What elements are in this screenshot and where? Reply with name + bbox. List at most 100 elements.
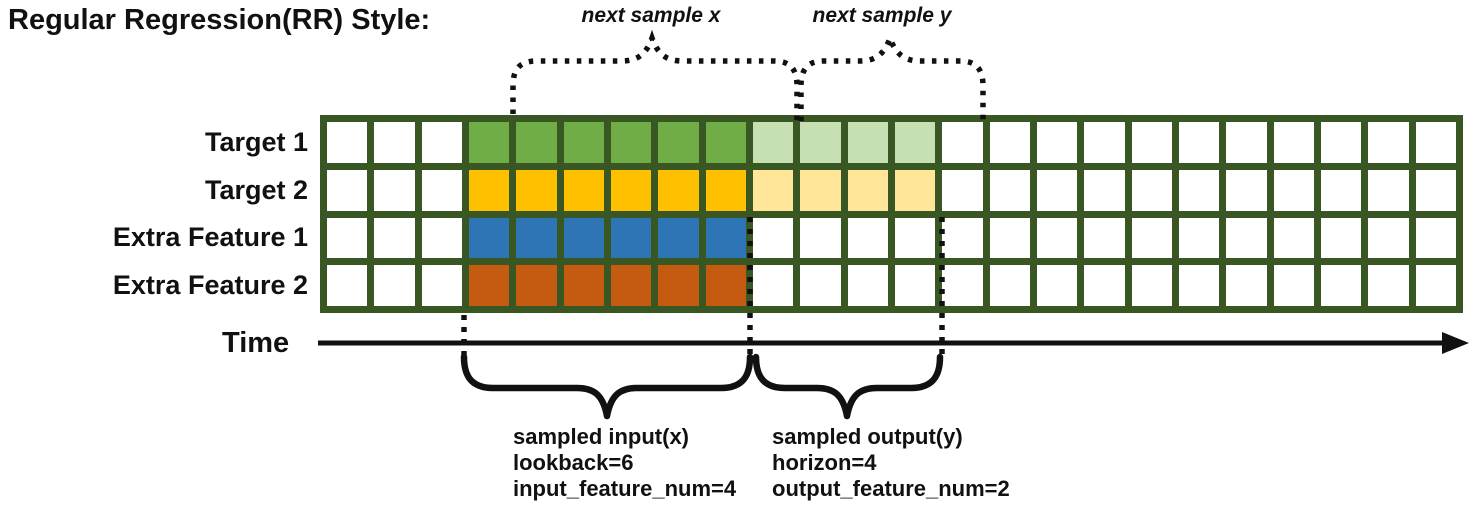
- grid-cell: [1178, 169, 1220, 211]
- grid-cell: [894, 122, 936, 163]
- grid-cell: [942, 217, 983, 259]
- grid-cell: [563, 217, 604, 259]
- grid-cell: [847, 217, 888, 259]
- grid-cell: [989, 122, 1030, 163]
- lookback-value: lookback=6: [513, 450, 634, 475]
- grid-cell: [658, 122, 699, 163]
- grid-cell: [1320, 265, 1362, 306]
- grid-cell: [374, 265, 415, 306]
- grid-cell: [374, 169, 415, 211]
- grid-cell: [1226, 265, 1267, 306]
- row-label-extra-feature-2: Extra Feature 2: [112, 270, 308, 300]
- grid-cell: [516, 265, 557, 306]
- sampled-output-brace: [752, 353, 944, 420]
- grid-cell: [894, 217, 936, 259]
- grid-cell: [658, 265, 699, 306]
- row-label-target-2: Target 2: [204, 175, 308, 205]
- grid-cell: [847, 169, 888, 211]
- sampled-input-annotation: sampled input(x) lookback=6 input_featur…: [513, 424, 736, 502]
- timeseries-grid: [320, 115, 1463, 313]
- sampled-output-title: sampled output(y): [772, 424, 963, 449]
- time-axis-label: Time: [222, 327, 290, 359]
- next-sample-x-label: next sample x: [581, 4, 721, 27]
- grid-cell: [563, 169, 604, 211]
- grid-cell: [468, 169, 510, 211]
- grid-cell: [1178, 122, 1220, 163]
- grid-cell: [1273, 122, 1314, 163]
- grid-cell: [1131, 217, 1172, 259]
- grid-cell: [752, 265, 794, 306]
- grid-cell: [374, 217, 415, 259]
- grid-cell: [468, 265, 510, 306]
- grid-cell: [1415, 122, 1456, 163]
- grid-cell: [1320, 122, 1362, 163]
- grid-cell: [1226, 217, 1267, 259]
- grid-cell: [1084, 169, 1125, 211]
- sampled-input-title: sampled input(x): [513, 424, 690, 449]
- grid-cell: [1084, 265, 1125, 306]
- grid-cell: [610, 265, 652, 306]
- grid-cell: [1368, 169, 1409, 211]
- grid-cell: [847, 265, 888, 306]
- grid-cell: [1084, 122, 1125, 163]
- grid-cell: [516, 122, 557, 163]
- next-sample-x-brace: [510, 29, 800, 121]
- grid-cell: [942, 265, 983, 306]
- grid-cell: [989, 217, 1030, 259]
- grid-cell: [468, 217, 510, 259]
- grid-cell: [705, 169, 746, 211]
- output-feature-num-value: output_feature_num=2: [772, 476, 1010, 501]
- grid-cell: [1036, 265, 1078, 306]
- row-label-target-1: Target 1: [204, 127, 308, 157]
- grid-cell: [610, 169, 652, 211]
- grid-cell: [1131, 265, 1172, 306]
- grid-cell: [1226, 122, 1267, 163]
- grid-cell: [327, 169, 368, 211]
- sampled-output-annotation: sampled output(y) horizon=4 output_featu…: [772, 424, 1010, 502]
- grid-cell: [1036, 169, 1078, 211]
- grid-cell: [752, 217, 794, 259]
- grid-cell: [942, 169, 983, 211]
- grid-cell: [989, 265, 1030, 306]
- grid-cell: [1320, 169, 1362, 211]
- time-arrow-head: [1442, 332, 1469, 354]
- grid-cell: [374, 122, 415, 163]
- grid-cell: [752, 122, 794, 163]
- grid-cell: [1415, 217, 1456, 259]
- next-sample-y-brace: [798, 29, 986, 121]
- grid-cell: [989, 169, 1030, 211]
- grid-cell: [894, 169, 936, 211]
- grid-cell: [327, 217, 368, 259]
- grid-cell: [421, 122, 462, 163]
- grid-cell: [610, 217, 652, 259]
- grid-cell: [421, 265, 462, 306]
- diagram-title: Regular Regression(RR) Style:: [8, 4, 431, 36]
- grid-cell: [1178, 217, 1220, 259]
- grid-cell: [1320, 217, 1362, 259]
- input-feature-num-value: input_feature_num=4: [513, 476, 737, 501]
- grid-cell: [563, 265, 604, 306]
- grid-cell: [658, 169, 699, 211]
- grid-cell: [705, 217, 746, 259]
- next-sample-y-label: next sample y: [812, 4, 952, 27]
- grid-cell: [1415, 265, 1456, 306]
- grid-cell: [1273, 169, 1314, 211]
- grid-cell: [1273, 265, 1314, 306]
- grid-cell: [1273, 217, 1314, 259]
- grid-cell: [894, 265, 936, 306]
- grid-cell: [800, 169, 841, 211]
- grid-cell: [1131, 169, 1172, 211]
- grid-cell: [421, 217, 462, 259]
- sampled-input-brace: [460, 353, 754, 420]
- grid-cell: [516, 217, 557, 259]
- grid-cell: [1226, 169, 1267, 211]
- row-label-extra-feature-1: Extra Feature 1: [112, 222, 308, 252]
- grid-cell: [1415, 169, 1456, 211]
- grid-cell: [468, 122, 510, 163]
- horizon-value: horizon=4: [772, 450, 877, 475]
- grid-cell: [800, 265, 841, 306]
- grid-cell: [327, 265, 368, 306]
- grid-cell: [1368, 265, 1409, 306]
- grid-cell: [705, 265, 746, 306]
